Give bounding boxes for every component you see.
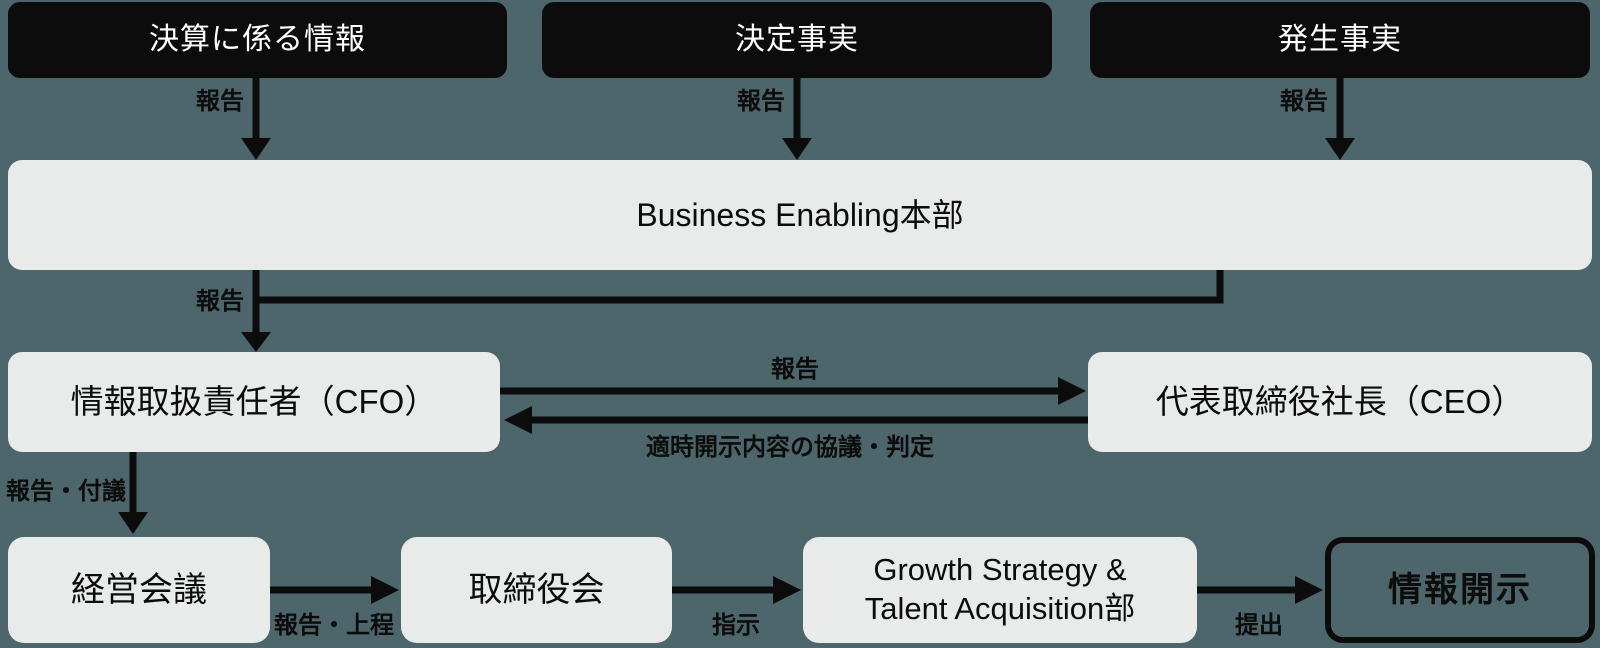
- report-label-hub-to-cfo: 報告: [196, 288, 244, 315]
- report-label-cfo-to-ceo: 報告: [771, 356, 819, 383]
- ceo-box-label: 代表取締役社長（CEO）: [1155, 383, 1525, 421]
- source-box-label: 発生事実: [1278, 23, 1402, 57]
- arrow-gsta-to-disclosure: [1197, 576, 1323, 604]
- report-label-financial: 報告: [196, 88, 244, 115]
- disclosure-box: 情報開示: [1325, 537, 1595, 643]
- report-submission-label: 報告・上程: [274, 612, 394, 639]
- cfo-box: 情報取扱責任者（CFO）: [8, 352, 500, 452]
- ceo-box: 代表取締役社長（CEO）: [1088, 352, 1592, 452]
- report-label-occurred: 報告: [1280, 88, 1328, 115]
- source-box-occurred-facts: 発生事実: [1090, 2, 1590, 78]
- consult-label-ceo-to-cfo: 適時開示内容の協議・判定: [646, 434, 934, 461]
- hub-box-business-enabling: Business Enabling本部: [8, 160, 1592, 270]
- management-meeting-label: 経営会議: [71, 570, 207, 609]
- source-box-decided-facts: 決定事実: [542, 2, 1052, 78]
- management-meeting-box: 経営会議: [8, 537, 270, 643]
- source-box-financial-results-info: 決算に係る情報: [8, 2, 507, 78]
- arrow-report-hub-to-cfo: [241, 270, 271, 352]
- report-label-decided: 報告: [737, 88, 785, 115]
- cfo-box-label: 情報取扱責任者（CFO）: [70, 383, 438, 421]
- gsta-department-box: Growth Strategy & Talent Acquisition部: [803, 537, 1197, 643]
- report-submit-label-cfo-down: 報告・付議: [6, 478, 126, 505]
- arrow-consult-ceo-to-cfo: [504, 406, 1090, 434]
- gsta-label-line2: Talent Acquisition部: [864, 591, 1136, 626]
- disclosure-label: 情報開示: [1388, 570, 1532, 609]
- source-box-label: 決定事実: [735, 23, 859, 57]
- instruction-label: 指示: [712, 612, 760, 639]
- arrow-meeting-to-board: [270, 576, 399, 604]
- source-box-label: 決算に係る情報: [149, 23, 366, 57]
- arrow-board-to-gsta: [672, 576, 801, 604]
- arrow-report-from-decided-facts: [782, 78, 812, 160]
- arrow-report-from-financial-info: [241, 78, 271, 160]
- gsta-label-line1: Growth Strategy &: [873, 552, 1127, 588]
- board-of-directors-box: 取締役会: [401, 537, 672, 643]
- arrow-report-from-occurred-facts: [1325, 78, 1355, 160]
- hub-box-label: Business Enabling本部: [636, 197, 964, 233]
- elbow-line-hub-right: [256, 270, 1224, 304]
- submit-label: 提出: [1235, 612, 1283, 639]
- board-of-directors-label: 取締役会: [468, 570, 605, 609]
